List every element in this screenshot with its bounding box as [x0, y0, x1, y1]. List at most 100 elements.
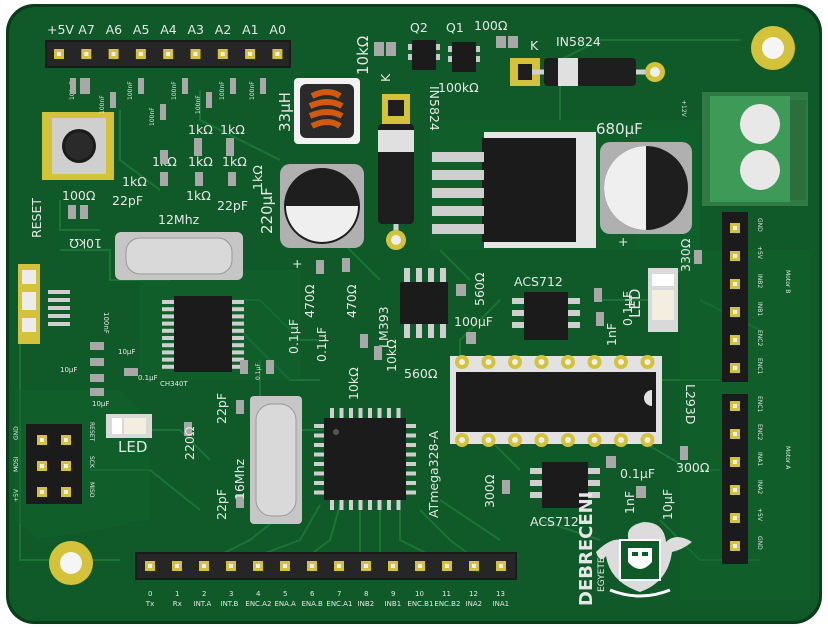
cap-100nf-label: 100nF — [127, 81, 134, 100]
capacitor-220uf — [280, 164, 364, 248]
bottom-header-pin-hole — [175, 564, 179, 568]
cap-100nf-label: 100nF — [195, 95, 202, 114]
ch340-pin — [232, 321, 244, 326]
misc-smd-components — [70, 78, 702, 498]
atmega328-chip — [324, 418, 406, 500]
top-header-label: A7 — [78, 22, 95, 37]
resistor-100-top — [496, 36, 518, 48]
power-terminal-block[interactable] — [702, 92, 808, 206]
atmega-pin — [406, 462, 416, 466]
xtal16-label: 16Mhz — [232, 458, 247, 500]
logo-line1: DEBRECENI — [576, 492, 597, 606]
l293d-pin-hole — [538, 437, 545, 443]
atmega-pin — [406, 490, 416, 495]
l293d-pin-hole — [565, 437, 571, 443]
r1k-label: 1kΩ — [188, 122, 213, 137]
inductor-33uh — [294, 78, 360, 144]
motor-a-label: INA1 — [756, 452, 763, 466]
k2-label: K — [378, 73, 393, 82]
ch340-pin — [162, 343, 174, 348]
atmega-pin — [314, 433, 324, 438]
l293d-pin-hole — [618, 359, 624, 365]
atmega-pin — [377, 408, 382, 418]
motor-b-pin-hole — [733, 226, 737, 230]
r10k-mid-label: 10kΩ — [384, 339, 399, 372]
icsp-header[interactable] — [26, 424, 82, 504]
bottom-header-name: INT.B — [221, 600, 239, 608]
diode-in5824-vertical — [378, 94, 414, 250]
ch340-pin — [232, 300, 244, 304]
motor-a-pin-hole — [733, 404, 737, 408]
reset-button[interactable] — [42, 112, 114, 180]
icsp-pins — [37, 435, 71, 497]
power-label: +12V — [680, 100, 687, 118]
transistor-q1 — [448, 42, 480, 72]
r10k-left-label: 10kΩ — [69, 236, 102, 251]
motor-b-header[interactable] — [722, 212, 748, 382]
mounting-hole-bottom-left — [49, 541, 93, 585]
bottom-header-pin-hole — [283, 564, 287, 568]
cap-100nf — [230, 78, 236, 94]
cap220-label: 220μF — [258, 187, 276, 234]
ch340-pin — [232, 364, 244, 369]
bottom-header-pins — [145, 561, 506, 571]
r1k-label: 1kΩ — [122, 174, 147, 189]
ch340-pin — [162, 350, 174, 355]
motor-a-pin-hole — [733, 488, 737, 492]
bottom-header-pin-hole — [364, 564, 368, 568]
bottom-header-number: 3 — [229, 590, 233, 598]
atmega-pin — [368, 408, 372, 418]
motor-a-label: ENC2 — [756, 424, 763, 440]
bottom-header-number: 7 — [337, 590, 341, 598]
r1k-label: 1kΩ — [220, 122, 245, 137]
cap100u-label: 100μF — [454, 314, 493, 329]
top-header-label: A6 — [106, 22, 123, 37]
diode-in5824-top — [510, 58, 665, 86]
cap-100nf-label: 100nF — [249, 81, 256, 100]
usb-connector[interactable] — [18, 264, 70, 344]
bottom-header-pin-hole — [148, 564, 152, 568]
led-right-label: LED — [626, 289, 644, 318]
bottom-pin-header[interactable] — [135, 552, 517, 580]
atmega-pin — [358, 500, 363, 510]
xtal12-label: 12Mhz — [158, 212, 200, 227]
l293d-chip — [450, 356, 662, 444]
top-header-pin-hole — [275, 52, 280, 56]
bottom-header-pin-hole — [310, 564, 314, 568]
motor-a-pin-hole — [733, 460, 737, 464]
bottom-header-number: 1 — [175, 590, 179, 598]
led-left-label: LED — [118, 438, 147, 456]
motor-a-header[interactable] — [722, 394, 748, 564]
icsp-label-reset: RESET — [88, 422, 95, 442]
cap-100nf — [206, 92, 212, 108]
motor-b-label: INB1 — [756, 302, 763, 316]
motor-b-label: +5V — [756, 246, 763, 260]
bottom-header-pin-hole — [499, 564, 503, 568]
cap10u-a-label: 10μF — [118, 348, 135, 356]
motor-a-title: Motor A — [784, 446, 791, 470]
bottom-header-name: INA1 — [493, 600, 510, 608]
motor-a-label: ENC1 — [756, 396, 763, 412]
acs712-top — [512, 292, 580, 340]
bottom-header-pin-hole — [391, 564, 395, 568]
cap01-bot-label: 0.1μF — [620, 466, 655, 481]
cap-100nf — [260, 78, 266, 94]
cap1n-bot-label: 1nF — [622, 491, 637, 514]
r1k-label: 1kΩ — [222, 154, 247, 169]
ch340-pin — [162, 307, 174, 312]
ch340-pin — [162, 300, 174, 304]
icsp-label-5v: +5V — [13, 488, 20, 502]
bottom-header-name: ENA.A — [275, 600, 297, 608]
atmega-pin — [349, 408, 353, 418]
cap22a-label: 22pF — [112, 193, 143, 208]
cap22c-label: 22pF — [214, 393, 229, 424]
l293d-pin-hole — [565, 359, 571, 365]
atmega-pin — [387, 408, 391, 418]
motor-b-pin-hole — [733, 254, 737, 258]
top-header-label: +5V — [47, 22, 74, 37]
top-header-pin-hole — [138, 52, 143, 56]
cap-100nf — [110, 92, 116, 108]
atmega-pins — [314, 408, 416, 510]
